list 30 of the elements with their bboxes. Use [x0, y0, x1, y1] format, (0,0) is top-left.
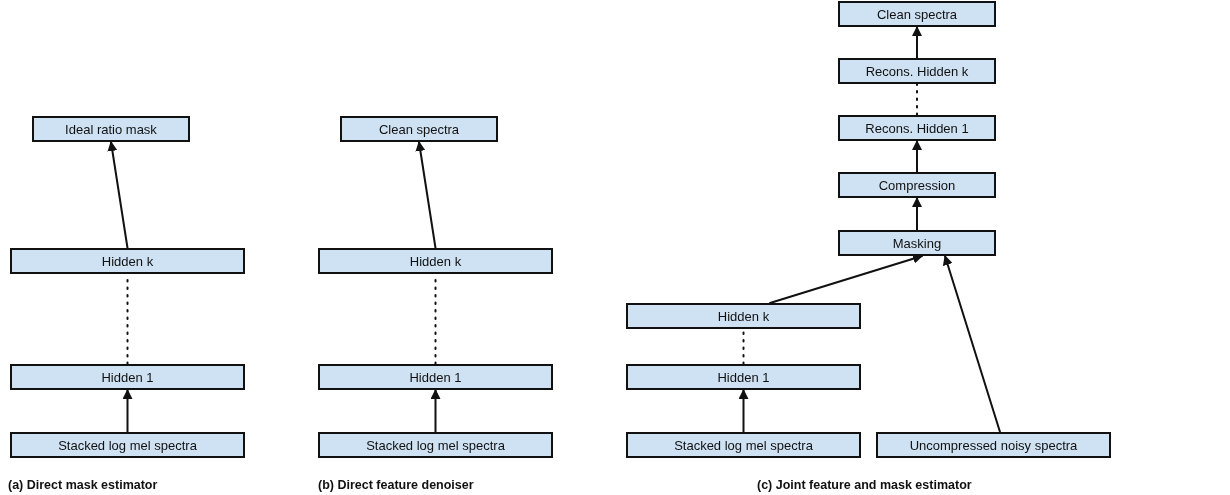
layer-box: Stacked log mel spectra: [10, 432, 245, 458]
arrow: [107, 141, 129, 249]
layer-box: Clean spectra: [340, 116, 498, 142]
layer-box: Stacked log mel spectra: [626, 432, 861, 458]
layer-box: Stacked log mel spectra: [318, 432, 553, 458]
layer-box: Hidden k: [626, 303, 861, 329]
layer-box: Hidden 1: [10, 364, 245, 390]
arrow: [912, 26, 922, 59]
arrow: [942, 255, 1001, 433]
layer-box: Ideal ratio mask: [32, 116, 190, 142]
layer-box: Hidden 1: [626, 364, 861, 390]
panel-caption: (a) Direct mask estimator: [8, 478, 158, 492]
layer-box: Masking: [838, 230, 996, 256]
layer-box: Hidden 1: [318, 364, 553, 390]
panel-caption: (b) Direct feature denoiser: [318, 478, 474, 492]
layer-box: Uncompressed noisy spectra: [876, 432, 1111, 458]
layer-box: Compression: [838, 172, 996, 198]
arrow: [430, 389, 441, 433]
panel-caption: (c) Joint feature and mask estimator: [757, 478, 972, 492]
arrow: [912, 197, 922, 231]
layer-box: Clean spectra: [838, 1, 996, 27]
dotted-line: [916, 83, 918, 116]
arrow: [912, 140, 922, 173]
arrow: [122, 389, 133, 433]
layer-box: Recons. Hidden k: [838, 58, 996, 84]
layer-box: Hidden k: [10, 248, 245, 274]
layer-box: Recons. Hidden 1: [838, 115, 996, 141]
layer-box: Hidden k: [318, 248, 553, 274]
arrow: [738, 389, 749, 433]
arrow: [415, 141, 437, 249]
